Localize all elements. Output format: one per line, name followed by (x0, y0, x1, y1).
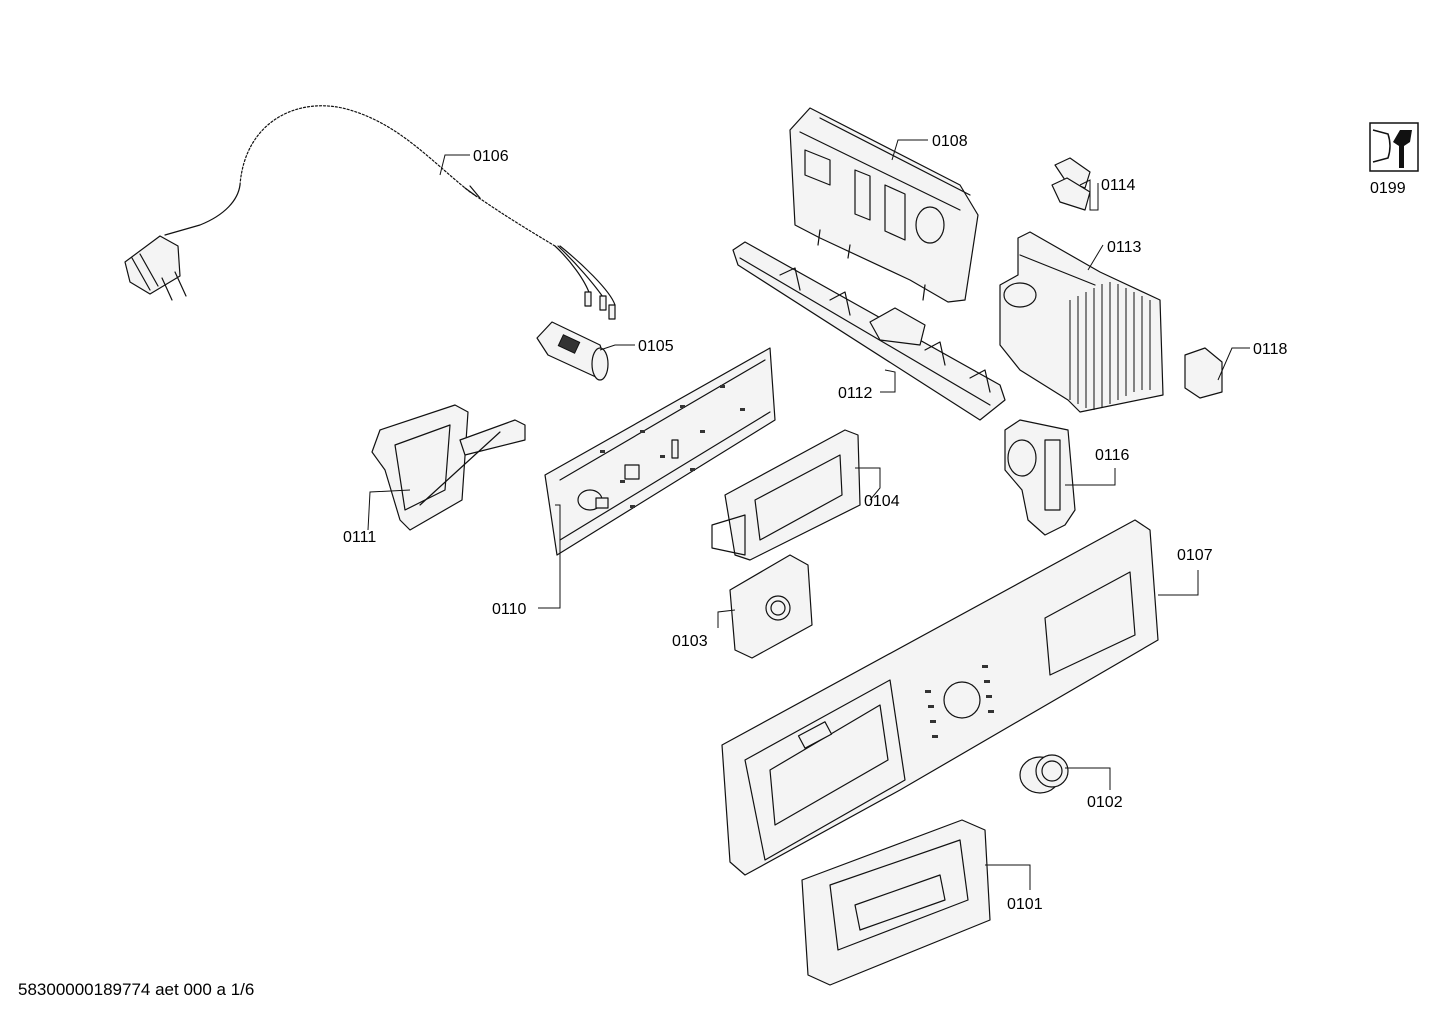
wrench-icon (1369, 122, 1419, 172)
part-0110-control-board[interactable] (544, 347, 776, 556)
callout-0106[interactable]: 0106 (473, 148, 509, 165)
leader-lines (367, 139, 1250, 890)
part-0113-power-module[interactable] (999, 231, 1164, 413)
callout-0102[interactable]: 0102 (1087, 794, 1123, 811)
part-0106-power-cord[interactable] (124, 105, 616, 320)
document-id: 58300000189774 aet 000 a 1/6 (18, 980, 255, 999)
callout-0114[interactable]: 0114 (1101, 177, 1136, 194)
part-0112-bracket[interactable] (732, 241, 1006, 421)
part-0118-relay[interactable] (1184, 347, 1223, 399)
part-0111-bracket[interactable] (371, 404, 526, 531)
callout-0111[interactable]: 0111 (343, 529, 376, 546)
callout-0101[interactable]: 0101 (1007, 896, 1043, 913)
part-0105-capacitor[interactable] (536, 321, 609, 381)
part-0101-drawer-handle[interactable] (801, 819, 991, 986)
part-0108-main-module[interactable] (789, 107, 979, 303)
callout-0110[interactable]: 0110 (492, 601, 527, 618)
callout-0118[interactable]: 0118 (1253, 341, 1288, 358)
callout-0116[interactable]: 0116 (1095, 447, 1130, 464)
part-0114-clip[interactable] (1051, 157, 1091, 211)
part-0116-pump-housing[interactable] (1004, 419, 1076, 536)
part-0104-display[interactable] (711, 429, 861, 561)
callout-0199[interactable]: 0199 (1370, 180, 1406, 197)
callout-0103[interactable]: 0103 (672, 633, 708, 650)
part-0103-selector-housing[interactable] (729, 554, 813, 659)
part-0107-control-panel[interactable] (721, 519, 1159, 876)
callout-0112[interactable]: 0112 (838, 385, 873, 402)
part-0102-knob[interactable] (1019, 754, 1069, 794)
callout-0105[interactable]: 0105 (638, 338, 674, 355)
callout-0108[interactable]: 0108 (932, 133, 968, 150)
callout-0113[interactable]: 0113 (1107, 239, 1142, 256)
callout-0104[interactable]: 0104 (864, 493, 900, 510)
callout-0107[interactable]: 0107 (1177, 547, 1213, 564)
